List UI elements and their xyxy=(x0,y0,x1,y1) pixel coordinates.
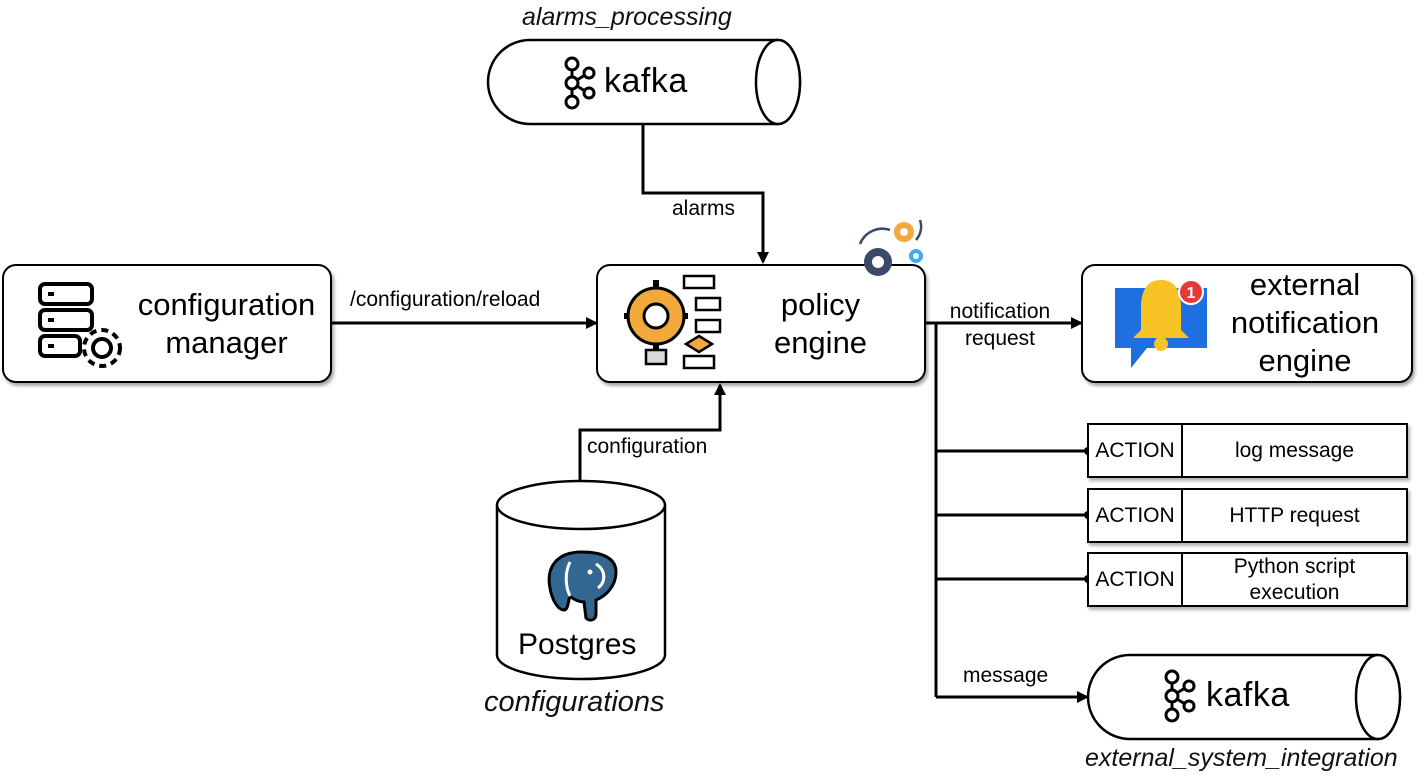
action-value: HTTP request xyxy=(1229,503,1360,527)
configuration-edge xyxy=(578,383,726,480)
server-settings-icon xyxy=(38,282,122,368)
kafka-logo-icon xyxy=(564,56,596,110)
action-key: ACTION xyxy=(1089,490,1183,541)
action-key: ACTION xyxy=(1089,554,1183,605)
alarms-edge-label: alarms xyxy=(672,197,736,220)
external-notification-node[interactable]: 1 external notification engine xyxy=(1081,264,1413,383)
action-value: log message xyxy=(1234,438,1355,462)
postgres-caption: configurations xyxy=(484,686,665,718)
alarms-edge xyxy=(641,125,769,264)
action-row-python[interactable]: ACTION Python script execution xyxy=(1087,552,1408,607)
configuration-edge-label: configuration xyxy=(587,435,708,458)
configuration-manager-node[interactable]: configuration manager xyxy=(2,264,332,383)
rotating-gears-icon xyxy=(858,219,923,276)
notification-bell-icon: 1 xyxy=(1115,279,1207,368)
external-notification-label: external notification engine xyxy=(1230,267,1380,378)
notification-badge: 1 xyxy=(1187,285,1196,302)
policy-engine-label: policy engine xyxy=(773,287,868,360)
notification-edge-label: notification request xyxy=(949,300,1051,350)
gear-bulb-flowchart-icon xyxy=(624,274,722,370)
kafka-label-2: kafka xyxy=(1206,676,1290,714)
kafka-logo-icon-2 xyxy=(1164,669,1196,723)
action-key: ACTION xyxy=(1089,425,1183,476)
postgres-elephant-icon xyxy=(547,550,618,622)
action-value: Python script execution xyxy=(1233,554,1356,604)
postgres-label: Postgres xyxy=(518,628,637,661)
action-row-log[interactable]: ACTION log message xyxy=(1087,423,1408,478)
reload-edge-label: /configuration/reload xyxy=(350,288,541,311)
policy-engine-node[interactable]: policy engine xyxy=(596,264,926,383)
kafka-label: kafka xyxy=(604,62,688,100)
message-edge-label: message xyxy=(963,664,1049,687)
configuration-manager-label: configuration manager xyxy=(137,287,316,360)
external-topic-caption: external_system_integration xyxy=(1085,744,1398,772)
action-row-http[interactable]: ACTION HTTP request xyxy=(1087,488,1408,543)
alarms-topic-caption: alarms_processing xyxy=(522,3,732,31)
